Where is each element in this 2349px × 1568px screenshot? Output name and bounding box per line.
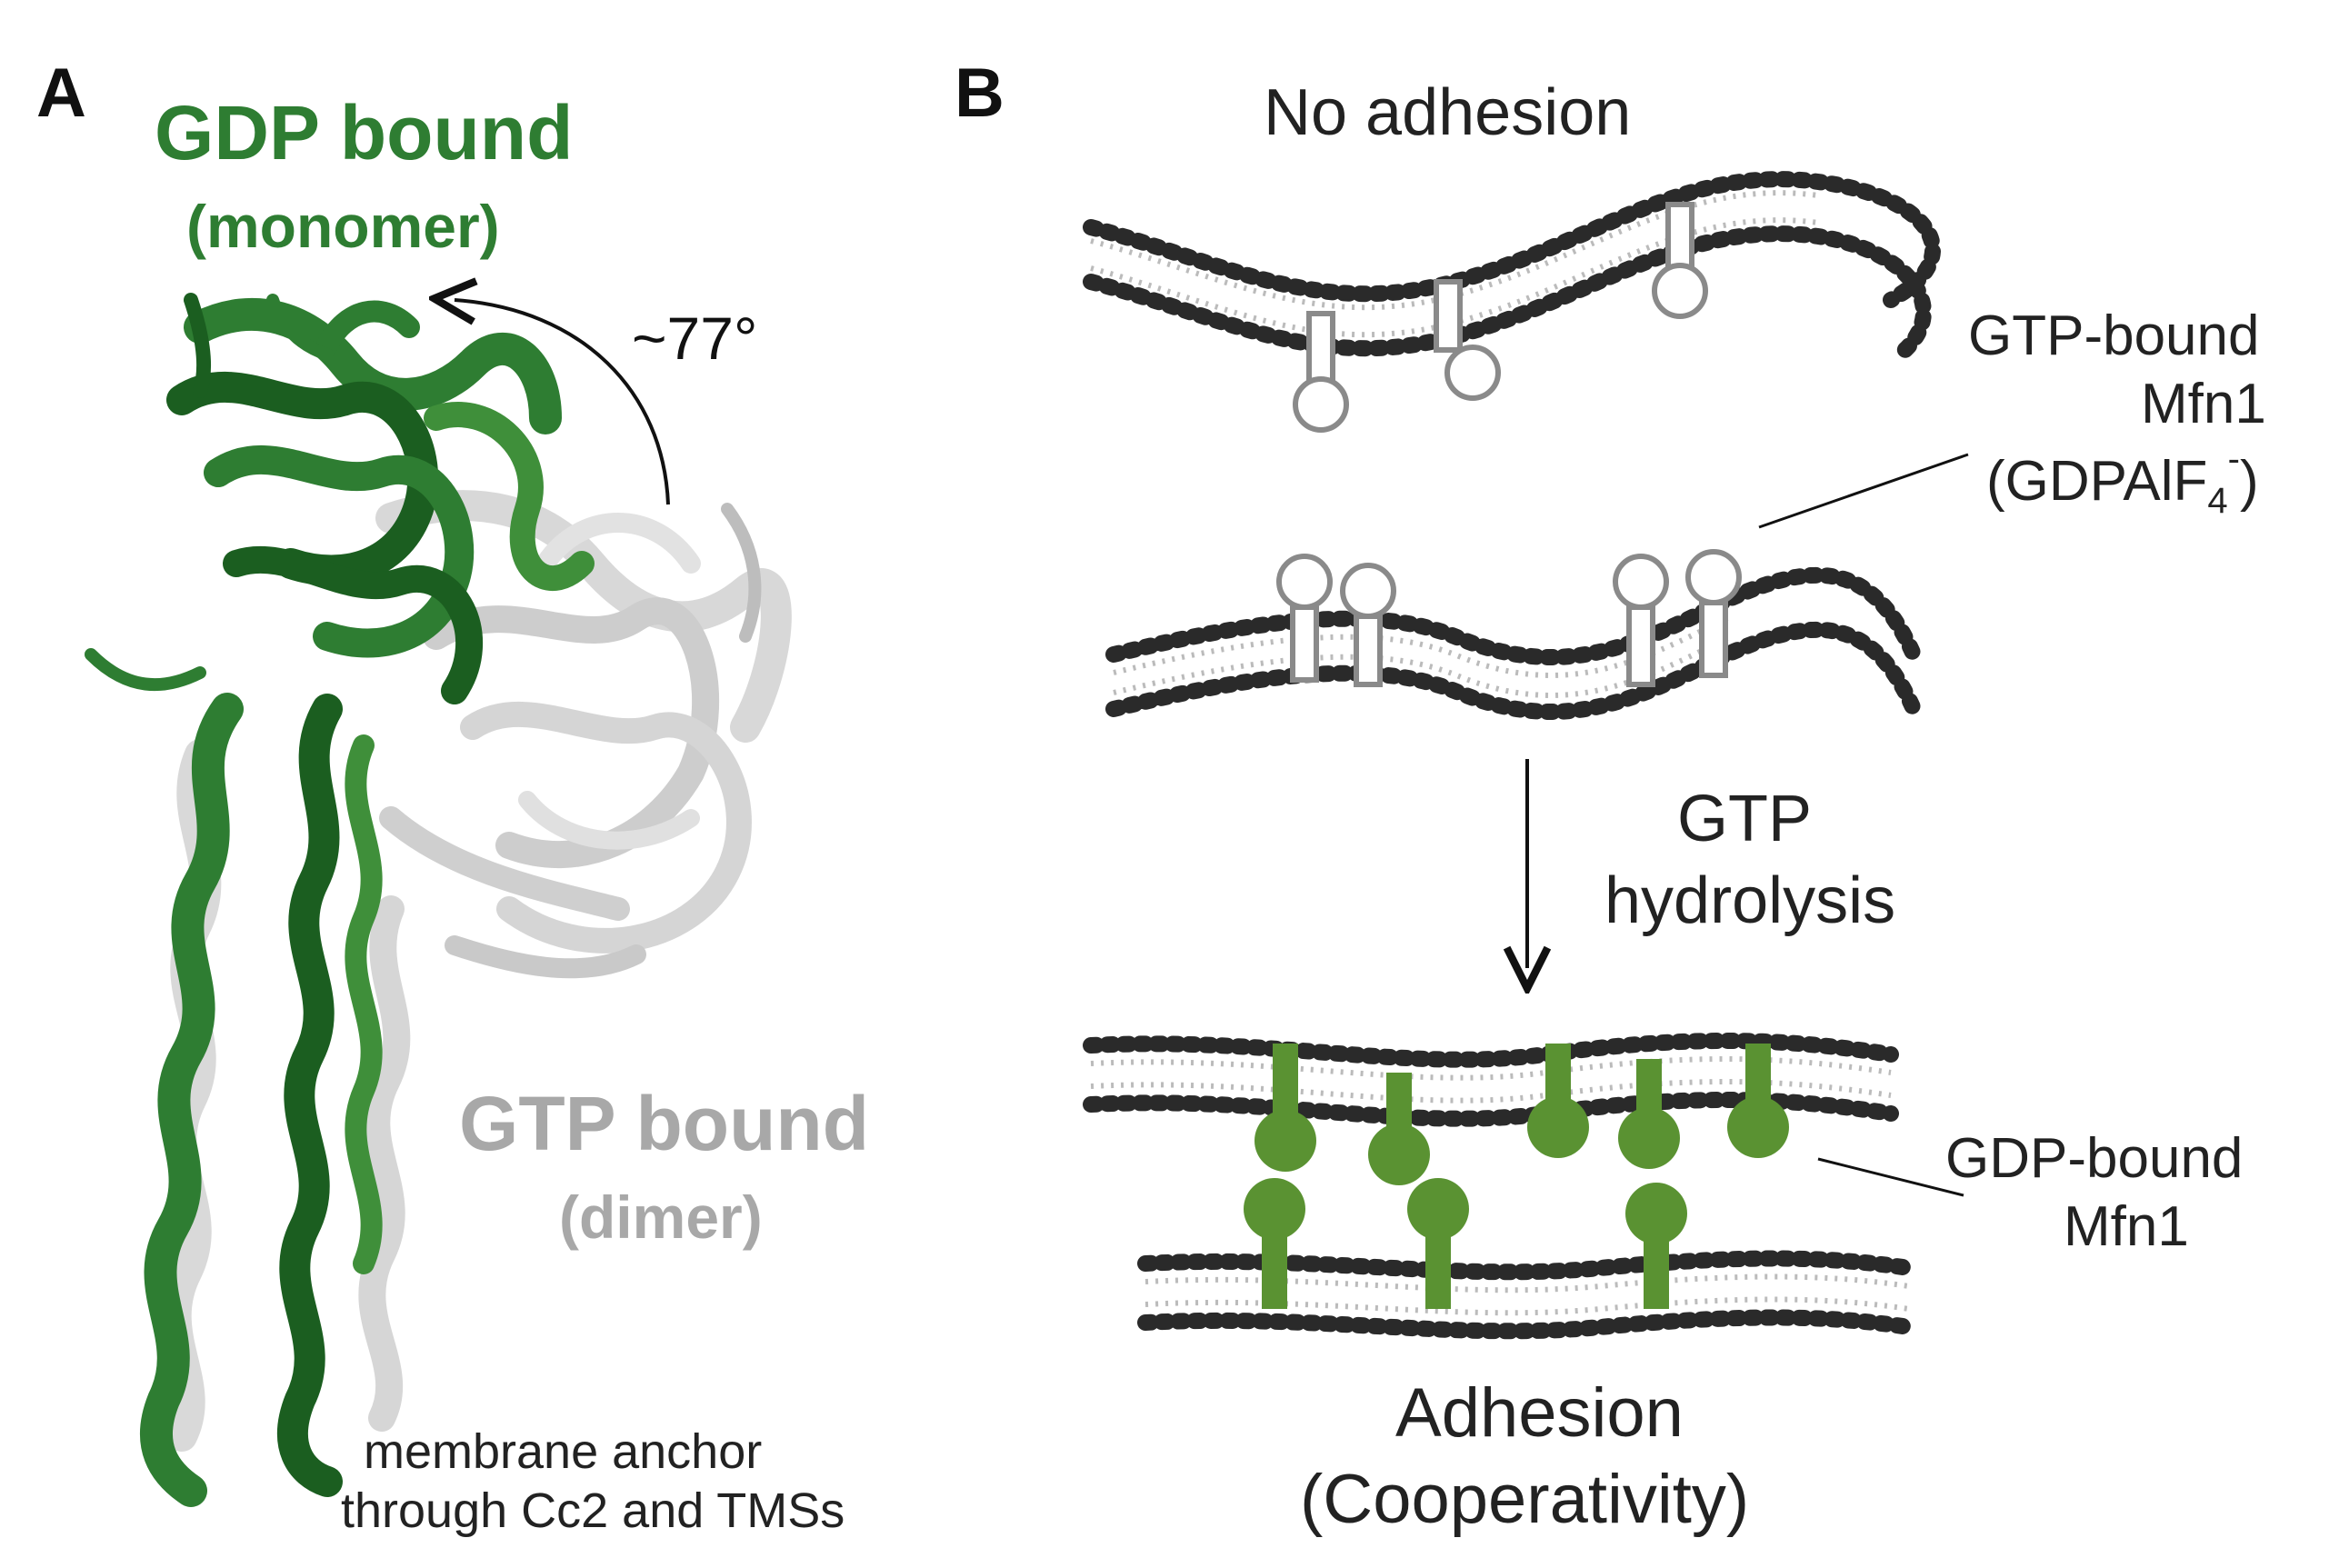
gtp-bound-mfn1-line3: (GDPAlF4-) xyxy=(1986,439,2259,521)
hydrolysis-line1: GTP xyxy=(1677,783,1812,855)
membrane-1 xyxy=(1083,171,1941,363)
membrane-2 xyxy=(1105,566,1922,720)
panel-a: A GDP bound (monomer) ~77° xyxy=(36,55,869,1538)
hydrolysis-line2: hydrolysis xyxy=(1604,864,1895,937)
panel-b-label: B xyxy=(955,55,1005,132)
membrane-3-lower xyxy=(1137,1250,1917,1340)
gtp-bound-mfn1-line2: Mfn1 xyxy=(2141,373,2266,435)
gtp-bound-mfn1-line1: GTP-bound xyxy=(1968,305,2260,367)
gtp-bound-subtitle: (dimer) xyxy=(559,1183,763,1251)
membrane-anchor-line1: membrane anchor xyxy=(364,1424,762,1479)
dimer-proteins xyxy=(1276,549,1742,687)
gdp-bound-subtitle: (monomer) xyxy=(186,193,500,260)
adhesion-label: Adhesion xyxy=(1395,1374,1684,1452)
panel-a-label: A xyxy=(36,55,86,132)
rotation-arrow xyxy=(455,300,670,505)
gdp-bound-leader-line xyxy=(1817,1157,1964,1197)
panel-b: B No adhesion GTP-bound Mfn1 (GDPAlF4-) xyxy=(955,55,2266,1538)
gtp-bound-title: GTP bound xyxy=(459,1081,869,1166)
gtp-bound-leader-line xyxy=(1758,453,1969,529)
gdp-bound-structure xyxy=(85,293,595,1507)
gdp-bound-mfn1-line2: Mfn1 xyxy=(2064,1195,2189,1258)
gdp-bound-title: GDP bound xyxy=(155,90,573,175)
no-adhesion-label: No adhesion xyxy=(1264,76,1631,149)
gdp-bound-mfn1-line1: GDP-bound xyxy=(1945,1127,2243,1190)
rotation-angle-label: ~77° xyxy=(632,305,757,372)
membrane-anchor-line2: through Cc2 and TMSs xyxy=(341,1483,845,1538)
cooperativity-label: (Cooperativity) xyxy=(1300,1461,1749,1538)
gdp-bound-proteins xyxy=(1244,1044,1789,1309)
monomer-proteins xyxy=(1293,202,1708,433)
